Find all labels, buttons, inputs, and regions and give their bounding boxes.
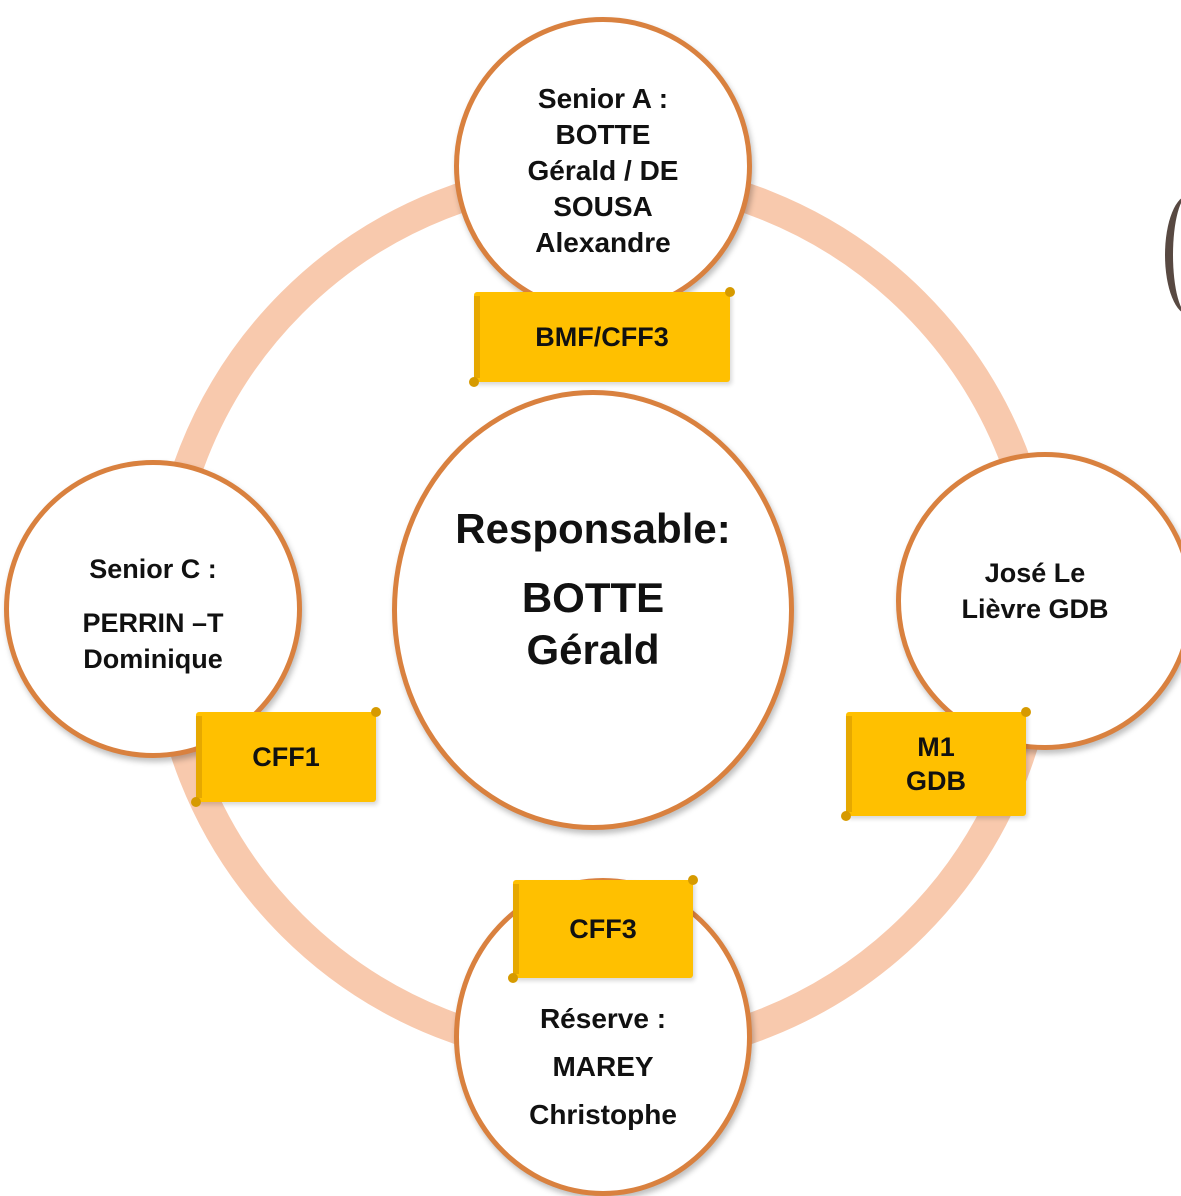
node-senior-a-line: SOUSA [553,191,653,222]
scroll-curl-icon [191,797,201,807]
node-senior-c-line: Senior C : [89,554,217,584]
scroll-curl-icon [688,875,698,885]
node-senior-c-line: Dominique [83,644,223,674]
scroll-curl-icon [469,377,479,387]
scroll-curl-icon [1021,707,1031,717]
badge-m1-gdb: M1 GDB [841,707,1031,821]
badge-label: CFF3 [569,914,637,944]
scroll-curl-icon [371,707,381,717]
badge-label: M1 [917,732,955,762]
responsable-title: Responsable: [455,505,731,552]
node-reserve-line: MAREY [552,1051,654,1082]
badge-label: GDB [906,766,966,796]
node-senior-a-line: Gérald / DE [527,155,679,186]
node-reserve-line: Réserve : [539,1003,667,1034]
node-senior-c-line: PERRIN –T [82,608,224,638]
badge-label: CFF1 [252,742,320,772]
edge-decoration [1165,195,1181,315]
badge-cff3: CFF3 [508,875,698,983]
node-senior-a-line: Senior A : [537,83,669,114]
badge-cff1: CFF1 [191,707,381,807]
node-jose-le-lievre: José Le Lièvre GDB [896,452,1181,750]
scroll-curl-icon [725,287,735,297]
node-jose-line: José Le [984,558,1086,588]
node-reserve-line: Christophe [529,1099,677,1130]
node-jose-line: Lièvre GDB [961,594,1109,624]
node-senior-a-line: Alexandre [535,227,671,258]
responsable-name-line: BOTTE [521,574,665,621]
node-responsable: Responsable: BOTTE Gérald [392,390,794,830]
scroll-curl-icon [841,811,851,821]
scroll-curl-icon [508,973,518,983]
badge-label: BMF/CFF3 [535,322,669,352]
node-senior-a: Senior A : BOTTE Gérald / DE SOUSA Alexa… [454,17,752,315]
node-senior-c: Senior C : PERRIN –T Dominique [4,460,302,758]
badge-bmf-cff3: BMF/CFF3 [469,287,735,387]
responsable-name-line: Gérald [526,626,660,673]
node-senior-a-line: BOTTE [555,119,651,150]
